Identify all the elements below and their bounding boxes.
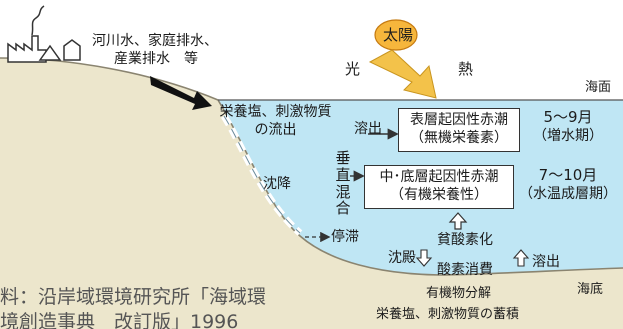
inflow-label-line1: 栄養塩、刺激物質 (219, 104, 332, 120)
light-label: 光 (345, 60, 361, 78)
surface-period-months: 5～9月 (543, 108, 593, 126)
sedimentation-label: 沈降 (263, 176, 291, 192)
factory-icon (7, 5, 81, 63)
surface-red-tide-title: 表層起因性赤潮 (410, 112, 508, 128)
settling-down-arrow (415, 249, 433, 267)
settling-label: 沈殿 (388, 250, 416, 266)
sunlight-arrow (368, 49, 437, 99)
inflow-label-line2: の流出 (254, 122, 297, 138)
mid-red-tide-title: 中･底層起因性赤潮 (379, 169, 499, 185)
source-note-line1: 料：沿岸域環境研究所「海域環 (0, 286, 267, 308)
dissolution-label: 溶出 (354, 121, 382, 137)
sea-surface-label: 海面 (585, 80, 612, 95)
mid-period-months: 7～10月 (538, 166, 598, 184)
surface-red-tide-nutrient: （無機栄養素） (410, 130, 508, 147)
seabed-land (0, 58, 623, 329)
surface-period-label: （増水期） (533, 128, 603, 144)
sources-label-line2: 産業排水 等 (114, 51, 198, 67)
sea-bottom-label: 海底 (577, 282, 604, 297)
seabed-line (0, 57, 623, 276)
hypoxia-label: 貧酸素化 (437, 232, 493, 248)
vertical-mixing-label: 垂 直 混 合 (335, 149, 351, 218)
sun-icon (374, 19, 418, 51)
sun-label: 太陽 (383, 26, 414, 44)
organic-decomposition-label: 有機物分解 (426, 286, 492, 301)
oxygen-consumption-label: 酸素消費 (437, 262, 493, 278)
discharge-arrow (150, 76, 212, 110)
nutrient-accumulation-label: 栄養塩、刺激物質の蓄積 (376, 307, 520, 322)
dissolution-up-arrow (512, 249, 530, 267)
surface-red-tide-box: 表層起因性赤潮 （無機栄養素） (398, 108, 520, 152)
mid-bottom-red-tide-box: 中･底層起因性赤潮 （有機栄養性） (364, 165, 514, 209)
sources-label-line1: 河川水、家庭排水、 (92, 33, 218, 49)
hollow-up-arrow (448, 212, 468, 230)
heat-label: 熱 (458, 60, 474, 78)
mid-red-tide-nutrient: （有機栄養性） (390, 187, 488, 204)
stagnation-label: 停滞 (331, 229, 359, 245)
mid-period-label: （水温成層期） (519, 186, 617, 202)
source-note-line2: 境創造事典 改訂版」1996 (0, 311, 239, 329)
bottom-dissolution-label: 溶出 (532, 254, 560, 270)
